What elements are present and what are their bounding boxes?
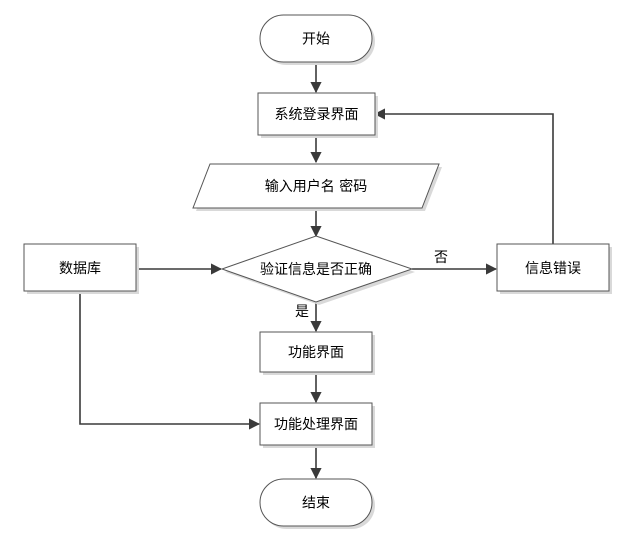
database-label: 数据库	[59, 261, 101, 277]
verify-label: 验证信息是否正确	[260, 261, 372, 278]
error-label: 信息错误	[525, 260, 581, 277]
login-node: 系统登录界面	[257, 92, 378, 138]
func-label: 功能界面	[288, 345, 344, 361]
func-process-node: 功能处理界面	[259, 402, 375, 448]
end-node: 结束	[259, 478, 375, 529]
end-label: 结束	[302, 496, 330, 512]
error-node: 信息错误	[496, 243, 612, 294]
verify-node: 验证信息是否正确	[220, 235, 415, 305]
func-node: 功能界面	[259, 331, 375, 375]
start-label: 开始	[302, 32, 330, 48]
input-node: 输入用户名 密码	[192, 163, 442, 211]
database-node: 数据库	[23, 243, 139, 294]
start-node: 开始	[259, 14, 375, 65]
edge-label-no: 否	[434, 250, 448, 266]
edges	[79, 62, 554, 480]
input-label: 输入用户名 密码	[265, 178, 367, 195]
edge-database-to-process	[79, 294, 261, 430]
edge-error-to-login	[373, 108, 554, 244]
edge-label-yes: 是	[295, 304, 309, 320]
func-process-label: 功能处理界面	[274, 417, 358, 433]
login-label: 系统登录界面	[275, 107, 359, 123]
